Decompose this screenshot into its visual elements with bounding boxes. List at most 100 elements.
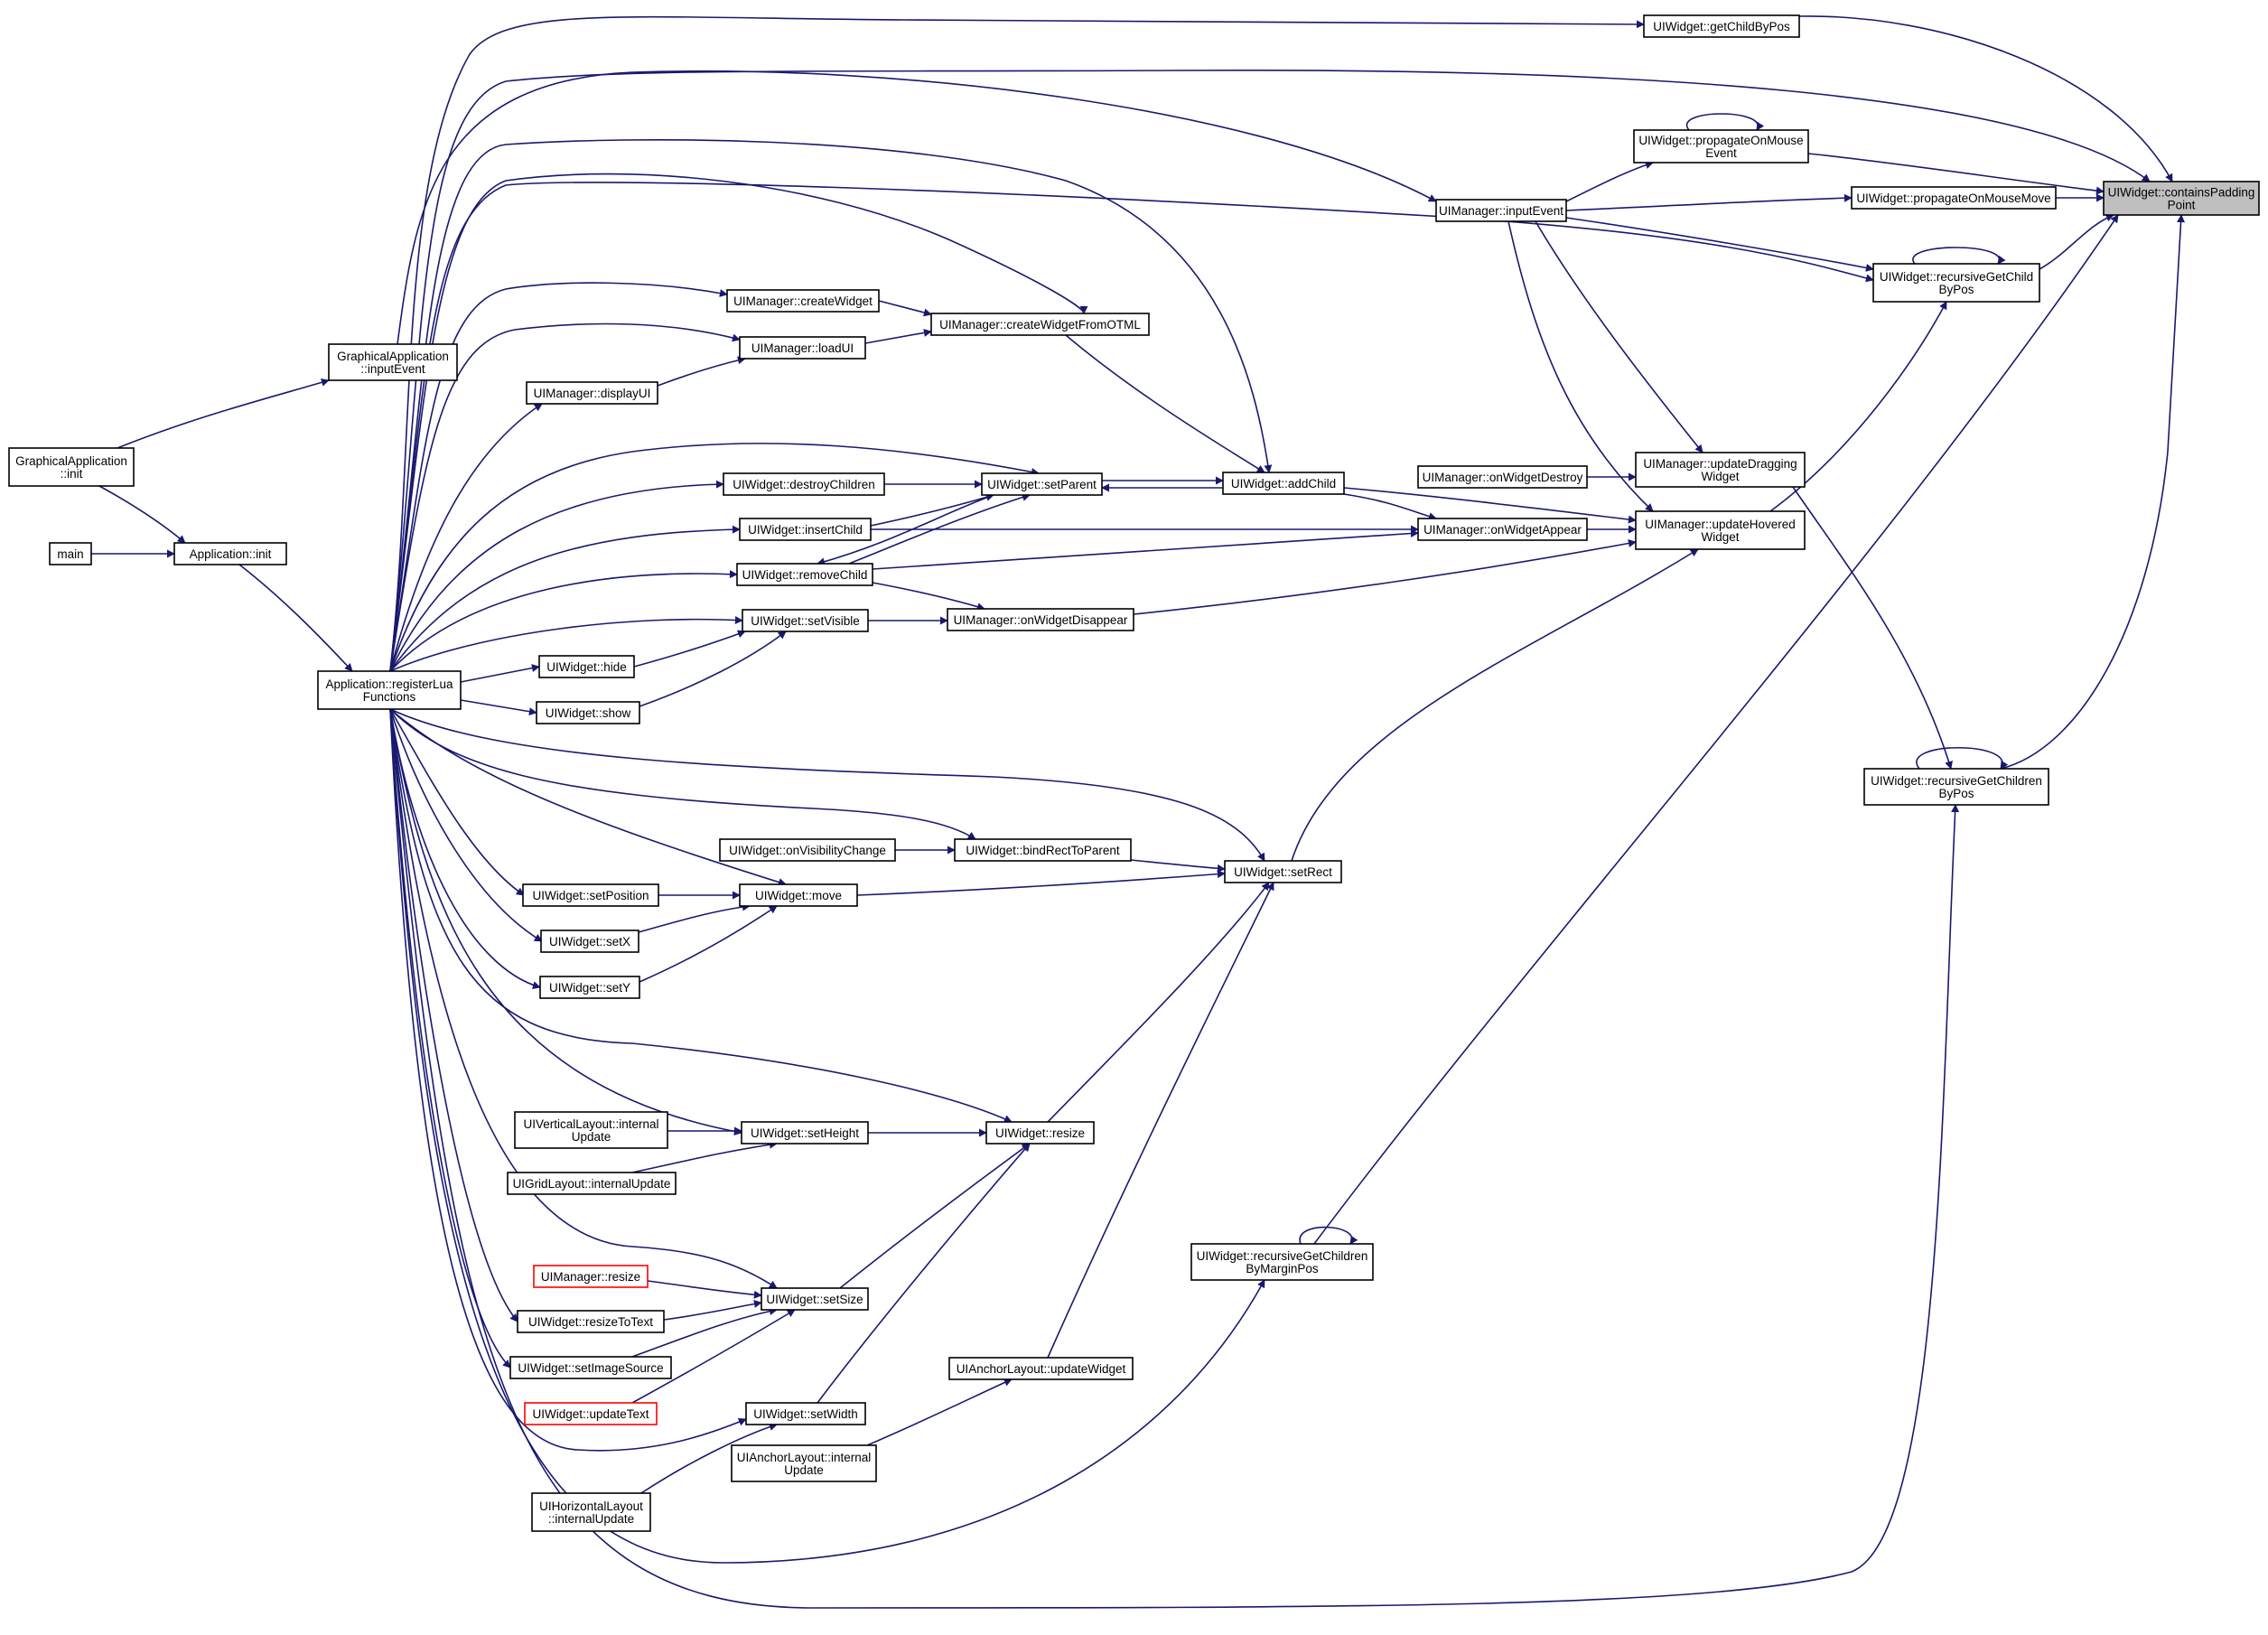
node-label: UIManager::resize — [541, 1270, 640, 1284]
node-box — [536, 701, 640, 724]
node-bindRectToParent[interactable]: UIWidget::bindRectToParent — [954, 838, 1132, 862]
node-anchorUpdateWidget[interactable]: UIAnchorLayout::updateWidget — [948, 1357, 1134, 1380]
edge-graphicalInit-to-graphicalInputEvent — [117, 378, 330, 449]
edge-anchorUpdateWidget-to-setRect — [1047, 882, 1274, 1359]
node-resizeToText[interactable]: UIWidget::resizeToText — [517, 1310, 665, 1333]
edge-bindRectToParent-to-setRect — [1130, 859, 1226, 873]
node-label: ::internalUpdate — [548, 1512, 634, 1526]
node-label: UIManager::inputEvent — [1439, 204, 1563, 218]
edge-move-to-setRect — [856, 870, 1226, 896]
node-insertChild[interactable]: UIWidget::insertChild — [739, 518, 872, 541]
node-loadUI[interactable]: UIManager::loadUI — [739, 336, 866, 360]
edge-registerLuaFunctions-to-show — [460, 699, 537, 716]
node-horizontalInternalUpdate[interactable]: UIHorizontalLayout::internalUpdate — [531, 1492, 651, 1532]
node-createWidgetFromOTML[interactable]: UIManager::createWidgetFromOTML — [930, 313, 1150, 336]
node-label: UIVerticalLayout::internal — [523, 1117, 658, 1131]
edge-show-to-setVisible — [639, 631, 787, 707]
node-setImageSource[interactable]: UIWidget::setImageSource — [509, 1356, 672, 1379]
node-setPosition[interactable]: UIWidget::setPosition — [522, 883, 659, 907]
node-box — [517, 1310, 665, 1333]
node-hide[interactable]: UIWidget::hide — [538, 655, 635, 678]
edge-registerLuaFunctions-to-resize — [389, 708, 1013, 1123]
node-layer: UIWidget::containsPaddingPointUIWidget::… — [8, 14, 2260, 1532]
edge-graphicalInit-to-applicationInit — [98, 485, 186, 544]
node-getChildByPos[interactable]: UIWidget::getChildByPos — [1643, 14, 1800, 38]
node-show[interactable]: UIWidget::show — [536, 701, 640, 724]
node-label: UIAnchorLayout::updateWidget — [957, 1362, 1126, 1376]
edge-recursiveGetChildrenByPos-to-recursiveGetChildrenByPos — [1916, 747, 2009, 770]
node-main[interactable]: main — [49, 542, 92, 565]
node-box — [741, 1121, 869, 1144]
edge-managerResize-to-setSize — [647, 1280, 762, 1299]
edge-removeChild-to-onWidgetAppear — [872, 528, 1419, 570]
node-onVisibilityChange[interactable]: UIWidget::onVisibilityChange — [719, 838, 896, 862]
node-box — [8, 447, 135, 487]
node-box — [930, 313, 1150, 336]
node-setVisible[interactable]: UIWidget::setVisible — [742, 609, 869, 632]
edge-registerLuaFunctions-to-setSize — [389, 708, 778, 1289]
node-setWidth[interactable]: UIWidget::setWidth — [745, 1402, 866, 1425]
node-managerResize[interactable]: UIManager::resize — [533, 1265, 649, 1288]
node-graphicalInit[interactable]: GraphicalApplication::init — [8, 447, 135, 487]
node-move[interactable]: UIWidget::move — [739, 883, 858, 907]
node-onWidgetDisappear[interactable]: UIManager::onWidgetDisappear — [947, 608, 1134, 631]
node-setParent[interactable]: UIWidget::setParent — [981, 472, 1103, 496]
edge-registerLuaFunctions-to-setHeight — [389, 708, 742, 1135]
node-onWidgetDestroy[interactable]: UIManager::onWidgetDestroy — [1417, 465, 1588, 489]
node-setX[interactable]: UIWidget::setX — [540, 930, 639, 953]
node-addChild[interactable]: UIWidget::addChild — [1222, 472, 1345, 495]
node-label: GraphicalApplication — [337, 350, 449, 363]
node-box — [954, 838, 1132, 862]
edge-setSize-to-resize — [839, 1143, 1031, 1289]
edge-setWidth-to-resize — [817, 1143, 1031, 1404]
node-propagateOnMouseMove[interactable]: UIWidget::propagateOnMouseMove — [1851, 186, 2057, 210]
node-removeChild[interactable]: UIWidget::removeChild — [736, 563, 873, 586]
node-box — [1635, 452, 1806, 488]
node-recursiveGetChildrenByMarginPos[interactable]: UIWidget::recursiveGetChildrenByMarginPo… — [1190, 1243, 1374, 1281]
node-gridInternalUpdate[interactable]: UIGridLayout::internalUpdate — [507, 1172, 677, 1195]
edge-registerLuaFunctions-to-createWidgetFromOTML — [389, 173, 1088, 672]
node-box — [761, 1287, 869, 1311]
node-label: UIWidget::onVisibilityChange — [729, 844, 886, 857]
node-createWidget[interactable]: UIManager::createWidget — [726, 289, 880, 313]
node-label: UIWidget::bindRectToParent — [966, 844, 1120, 857]
edge-registerLuaFunctions-to-hide — [460, 664, 540, 683]
node-resize[interactable]: UIWidget::resize — [985, 1121, 1095, 1144]
node-box — [522, 883, 659, 907]
node-label: UIWidget::getChildByPos — [1653, 20, 1790, 33]
edge-getChildByPos-to-containsPaddingPoint — [1798, 15, 2173, 182]
node-label: UIWidget::propagateOnMouseMove — [1856, 192, 2050, 205]
node-box — [509, 1356, 672, 1379]
edge-registerLuaFunctions-to-insertChild — [389, 525, 741, 672]
node-setRect[interactable]: UIWidget::setRect — [1224, 860, 1342, 883]
node-displayUI[interactable]: UIManager::displayUI — [526, 381, 658, 405]
node-updateText[interactable]: UIWidget::updateText — [524, 1402, 658, 1425]
edge-displayUI-to-loadUI — [657, 356, 746, 387]
edge-registerLuaFunctions-to-setX — [389, 708, 543, 942]
node-setSize[interactable]: UIWidget::setSize — [761, 1287, 869, 1311]
edge-registerLuaFunctions-to-loadUI — [389, 322, 741, 672]
node-label: UIManager::updateDragging — [1643, 457, 1797, 471]
node-anchorInternalUpdate[interactable]: UIAnchorLayout::internalUpdate — [731, 1444, 877, 1482]
node-label: UIAnchorLayout::internal — [737, 1451, 872, 1464]
node-graphicalInputEvent[interactable]: GraphicalApplication::inputEvent — [328, 343, 458, 381]
node-inputEvent[interactable]: UIManager::inputEvent — [1435, 199, 1567, 222]
node-setHeight[interactable]: UIWidget::setHeight — [741, 1121, 869, 1144]
node-box — [507, 1172, 677, 1195]
node-destroyChildren[interactable]: UIWidget::destroyChildren — [723, 472, 885, 496]
node-onWidgetAppear[interactable]: UIManager::onWidgetAppear — [1417, 518, 1588, 541]
node-verticalInternalUpdate[interactable]: UIVerticalLayout::internalUpdate — [514, 1111, 668, 1149]
node-box — [1222, 472, 1345, 495]
node-applicationInit[interactable]: Application::init — [173, 542, 287, 565]
node-label: UIWidget::setWidth — [753, 1407, 858, 1421]
node-label: UIWidget::setPosition — [532, 889, 649, 902]
node-setY[interactable]: UIWidget::setY — [539, 976, 640, 999]
edge-registerLuaFunctions-to-setParent — [389, 443, 1040, 672]
